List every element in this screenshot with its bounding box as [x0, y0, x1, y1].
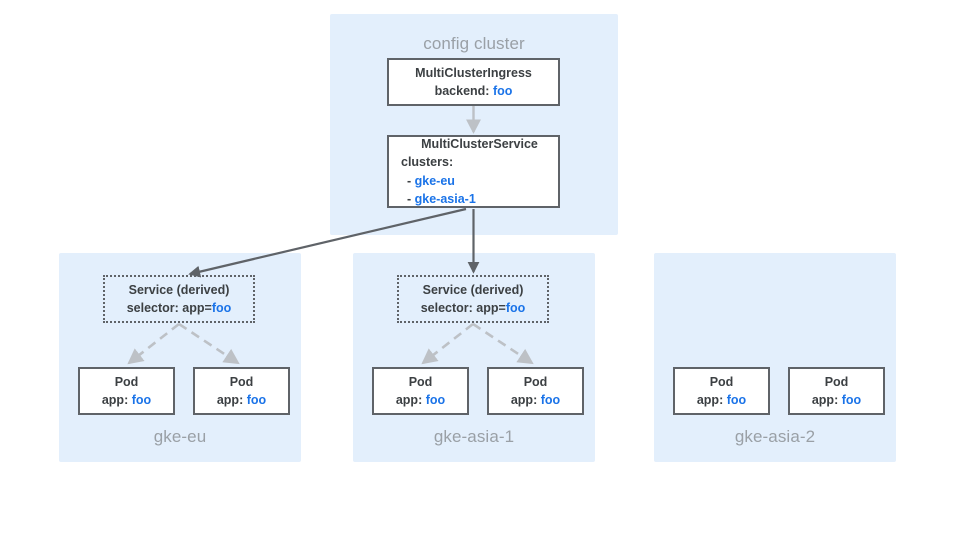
pod-app-value: foo [540, 393, 561, 407]
derived-service-selector-key: selector: app= [420, 301, 506, 315]
cluster-item-bullet: - [407, 173, 415, 188]
multiclusterservice-box[interactable]: MultiClusterService clusters: - gke-eu -… [387, 135, 560, 208]
pod-title: Pod [114, 374, 139, 389]
derived-service-selector-key: selector: app= [126, 301, 212, 315]
multiclusterservice-title: MultiClusterService [421, 137, 538, 152]
pod-app: app: foo [217, 391, 266, 409]
multiclusterservice-clusters-key: clusters: [401, 155, 454, 170]
pod-app: app: foo [511, 391, 560, 409]
pod-app-value: foo [726, 393, 747, 407]
pod-app-key: app: [216, 393, 247, 407]
multiclusteringress-backend: backend: foo [435, 82, 513, 100]
derived-service-title: Service (derived) [422, 282, 524, 297]
pod-app-value: foo [131, 393, 152, 407]
derived-service-selector: selector: app=foo [127, 299, 232, 317]
cluster-label-gke-asia-1: gke-asia-1 [433, 427, 515, 446]
cluster-label-gke-asia-2: gke-asia-2 [734, 427, 816, 446]
pod-app: app: foo [697, 391, 746, 409]
pod-box[interactable]: Pod app: foo [487, 367, 584, 415]
pod-app-value: foo [246, 393, 267, 407]
derived-service-selector-value: foo [211, 301, 232, 315]
multiclusteringress-box[interactable]: MultiClusterIngress backend: foo [387, 58, 560, 106]
cluster-label-gke-eu: gke-eu [153, 427, 207, 446]
pod-title: Pod [709, 374, 734, 389]
pod-app-key: app: [395, 393, 426, 407]
derived-service-box-gke-asia-1[interactable]: Service (derived) selector: app=foo [397, 275, 549, 323]
pod-app: app: foo [812, 391, 861, 409]
pod-title: Pod [408, 374, 433, 389]
pod-box[interactable]: Pod app: foo [193, 367, 290, 415]
derived-service-title: Service (derived) [128, 282, 230, 297]
multiclusteringress-backend-value: foo [492, 84, 513, 98]
cluster-panel-gke-asia-2: gke-asia-2 [654, 253, 896, 462]
cluster-item-bullet: - [407, 191, 415, 206]
pod-box[interactable]: Pod app: foo [788, 367, 885, 415]
pod-app-key: app: [696, 393, 727, 407]
multiclusterservice-cluster-item: - gke-asia-1 [401, 190, 476, 208]
pod-app-key: app: [101, 393, 132, 407]
pod-app-key: app: [811, 393, 842, 407]
pod-box[interactable]: Pod app: foo [78, 367, 175, 415]
pod-app-key: app: [510, 393, 541, 407]
cluster-panel-gke-asia-1: gke-asia-1 [353, 253, 595, 462]
pod-box[interactable]: Pod app: foo [372, 367, 469, 415]
pod-title: Pod [824, 374, 849, 389]
derived-service-selector-value: foo [505, 301, 526, 315]
cluster-item-value: gke-eu [414, 173, 455, 188]
pod-app: app: foo [396, 391, 445, 409]
pod-title: Pod [229, 374, 254, 389]
multiclusterservice-cluster-item: - gke-eu [401, 172, 455, 190]
pod-app-value: foo [425, 393, 446, 407]
pod-app: app: foo [102, 391, 151, 409]
pod-title: Pod [523, 374, 548, 389]
multiclusteringress-title: MultiClusterIngress [415, 65, 532, 80]
multiclusteringress-backend-key: backend: [434, 84, 493, 98]
derived-service-box-gke-eu[interactable]: Service (derived) selector: app=foo [103, 275, 255, 323]
cluster-item-value: gke-asia-1 [414, 191, 476, 206]
derived-service-selector: selector: app=foo [421, 299, 526, 317]
pod-app-value: foo [841, 393, 862, 407]
pod-box[interactable]: Pod app: foo [673, 367, 770, 415]
config-cluster-label: config cluster [423, 34, 525, 53]
